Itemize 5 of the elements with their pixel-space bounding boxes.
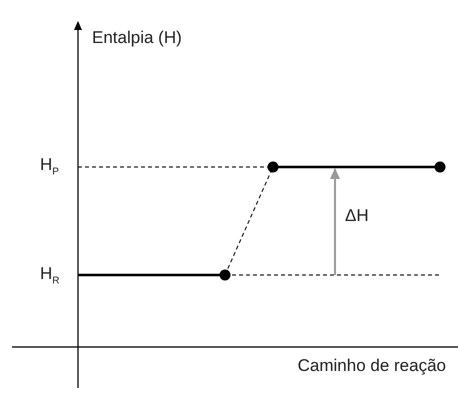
axis-title: Caminho de reação	[298, 356, 446, 376]
axis-title: Entalpia (H)	[92, 28, 182, 48]
level-label: H$_{R}$	[40, 264, 60, 288]
level-label: H$_{P}$	[40, 155, 59, 180]
delta-label: ΔH	[345, 206, 369, 226]
